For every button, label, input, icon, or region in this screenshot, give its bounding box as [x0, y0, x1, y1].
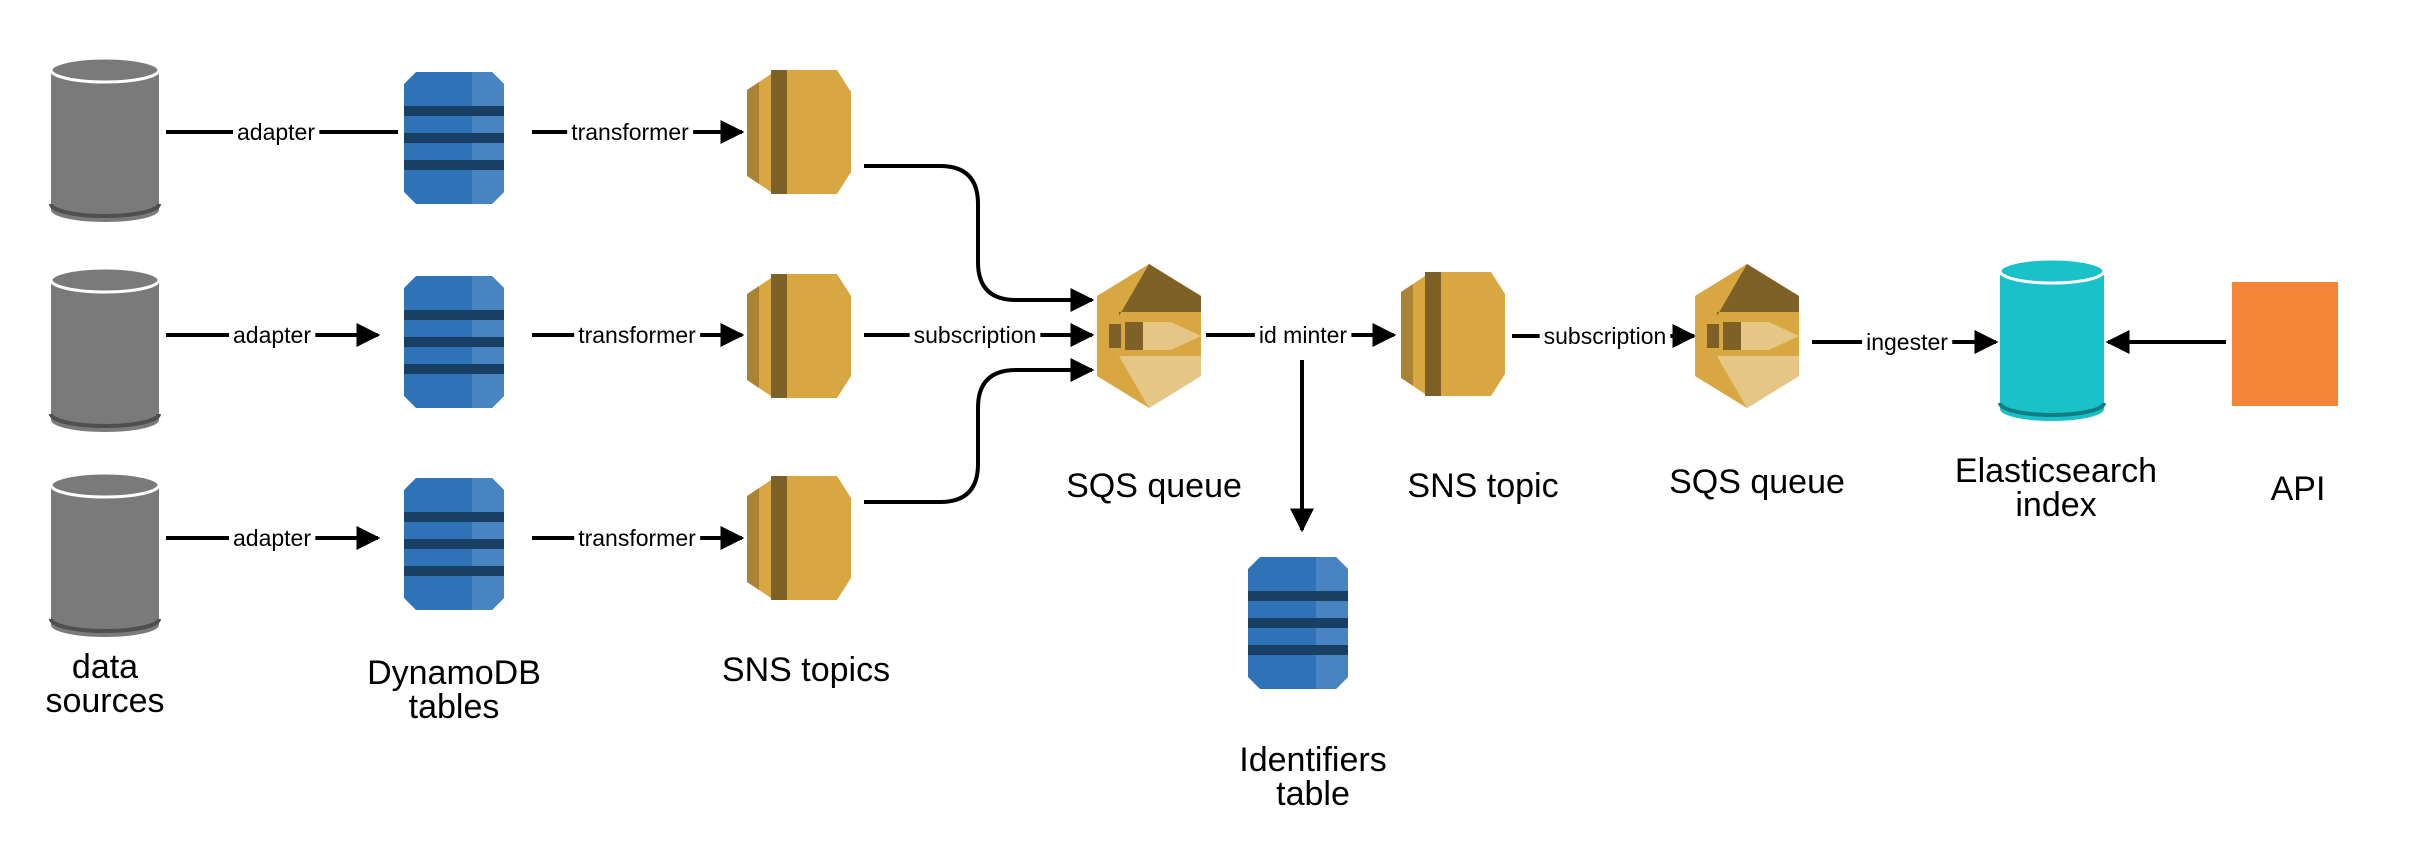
label-transformer-2-text: transformer [578, 322, 696, 348]
dynamodb-table-icon-2 [404, 276, 504, 408]
label-transformer-1: transformer [567, 118, 694, 146]
caption-sns-topics: SNS topics [722, 651, 890, 689]
sns-topic-icon-2 [747, 274, 851, 398]
label-subscription-2-text: subscription [1544, 323, 1667, 349]
label-transformer-1-text: transformer [571, 119, 689, 145]
label-id-minter: id minter [1254, 321, 1352, 349]
edge-sns-1-to-sqs [864, 164, 1095, 312]
elasticsearch-index-icon [1998, 257, 2106, 421]
edge-labels: adapter adapter adapter transformer transfor… [228, 118, 1953, 552]
data-source-icon-2 [49, 266, 161, 432]
data-source-icon-1 [49, 56, 161, 222]
sns-topic-icon-3 [747, 476, 851, 600]
edge-sns-3-to-sqs [864, 358, 1095, 504]
sqs-queue-icon-2 [1695, 264, 1799, 408]
label-id-minter-text: id minter [1259, 322, 1348, 348]
dynamodb-table-icon-1 [404, 72, 504, 204]
label-adapter-1: adapter [232, 118, 320, 146]
dynamodb-table-icon-3 [404, 478, 504, 610]
caption-api: API [2271, 470, 2326, 508]
label-subscription-1: subscription [909, 321, 1041, 349]
caption-sqs-queue-2: SQS queue [1669, 463, 1845, 501]
sqs-queue-icon-1 [1097, 264, 1201, 408]
api-icon [2232, 282, 2338, 406]
label-transformer-3-text: transformer [578, 525, 696, 551]
caption-sqs-queue-1: SQS queue [1066, 467, 1242, 505]
label-adapter-2-text: adapter [233, 322, 311, 348]
identifiers-table-icon [1248, 557, 1348, 689]
sns-topic-icon-1 [747, 70, 851, 194]
label-adapter-2: adapter [228, 321, 316, 349]
label-ingester-text: ingester [1866, 329, 1948, 355]
caption-sns-topic: SNS topic [1407, 467, 1558, 505]
label-transformer-3: transformer [574, 524, 701, 552]
data-source-icon-3 [49, 471, 161, 637]
label-ingester: ingester [1862, 328, 1953, 356]
nodes [49, 56, 2338, 689]
label-subscription-1-text: subscription [914, 322, 1037, 348]
label-adapter-3-text: adapter [233, 525, 311, 551]
sns-topic-icon-main [1401, 272, 1505, 396]
label-adapter-1-text: adapter [237, 119, 315, 145]
label-transformer-2: transformer [574, 321, 701, 349]
label-subscription-2: subscription [1539, 322, 1671, 350]
label-adapter-3: adapter [228, 524, 316, 552]
